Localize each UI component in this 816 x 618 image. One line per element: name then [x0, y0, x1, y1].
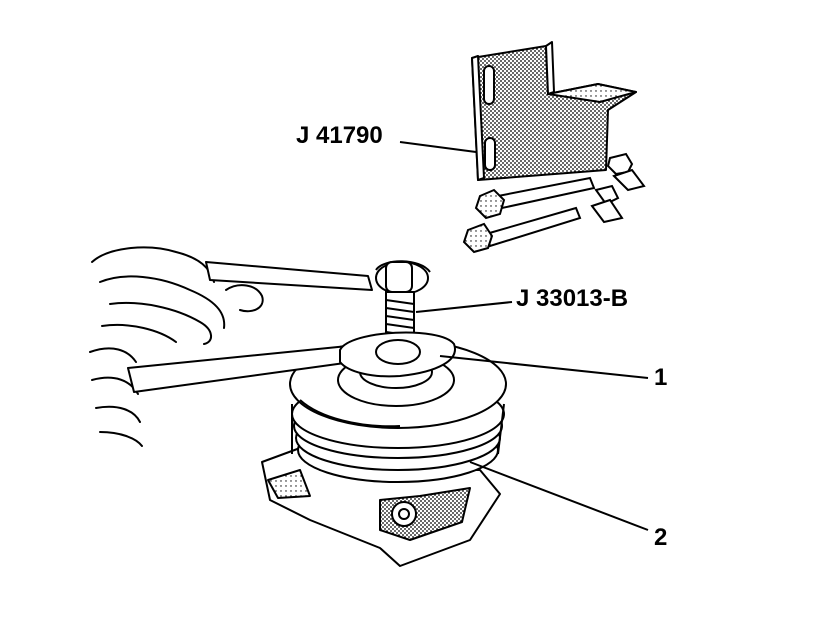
- lower-wrench: [127, 331, 456, 393]
- hand-lower: [89, 347, 143, 447]
- callout-item-1: 1: [654, 364, 668, 391]
- leader-item-2: [469, 461, 649, 531]
- bracket-tool: [471, 41, 637, 181]
- callout-tool-bracket: J 41790: [296, 122, 383, 149]
- wing-nuts: [590, 152, 646, 224]
- callout-item-2: 2: [654, 524, 668, 551]
- bracket-bolts: [462, 176, 596, 254]
- hand-upper: [91, 246, 264, 345]
- callout-tool-puller: J 33013-B: [516, 285, 629, 312]
- leader-lines: [399, 141, 649, 531]
- leader-item-1: [439, 355, 649, 379]
- upper-wrench: [205, 260, 431, 295]
- compressor-body: [261, 339, 507, 567]
- leader-tool-bracket: [399, 141, 477, 153]
- leader-tool-puller: [415, 301, 513, 313]
